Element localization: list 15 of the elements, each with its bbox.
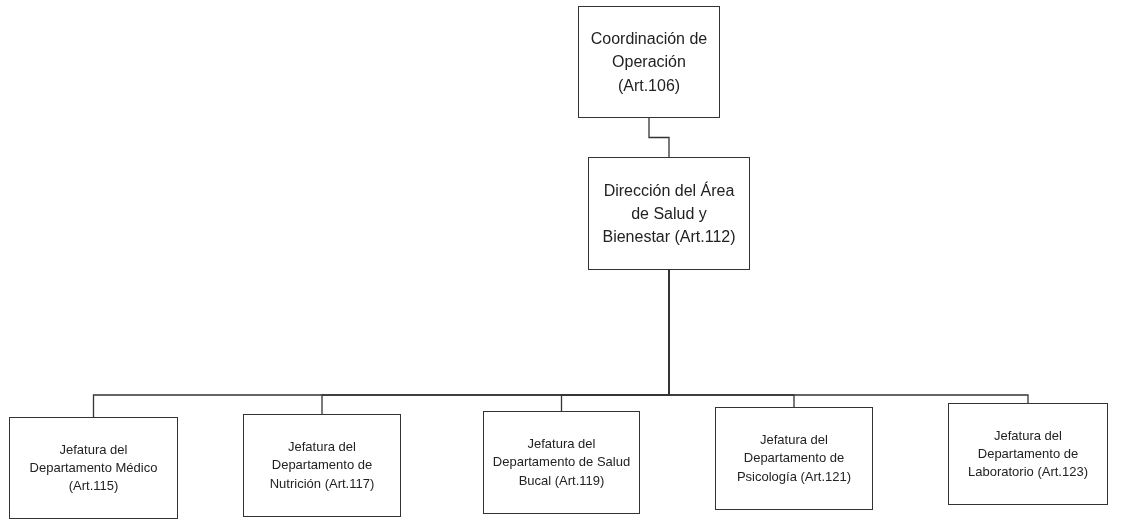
org-box [243,414,401,517]
box-label: Jefatura del Departamento de Nutrición (Art.117) [268,438,376,493]
box-label: Coordinación de Operación (Art.106) [589,29,709,96]
org-box [578,6,720,118]
box-label: Jefatura del Departamento de Laboratorio (Art.123) [967,426,1089,482]
org-box [483,411,640,514]
box-label: Jefatura del Departamento de Salud Bucal (Art.119) [492,435,631,490]
box-label: Jefatura del Departamento Médico (Art.115) [28,440,159,496]
org-box [588,157,750,270]
org-box [948,403,1108,505]
box-label: Dirección del Área de Salud y Bienestar (Art.112) [601,180,737,248]
connector-line [648,117,670,158]
org-box [9,417,178,519]
box-label: Jefatura del Departamento de Psicología (Art.121) [735,431,853,486]
org-box [715,407,873,510]
